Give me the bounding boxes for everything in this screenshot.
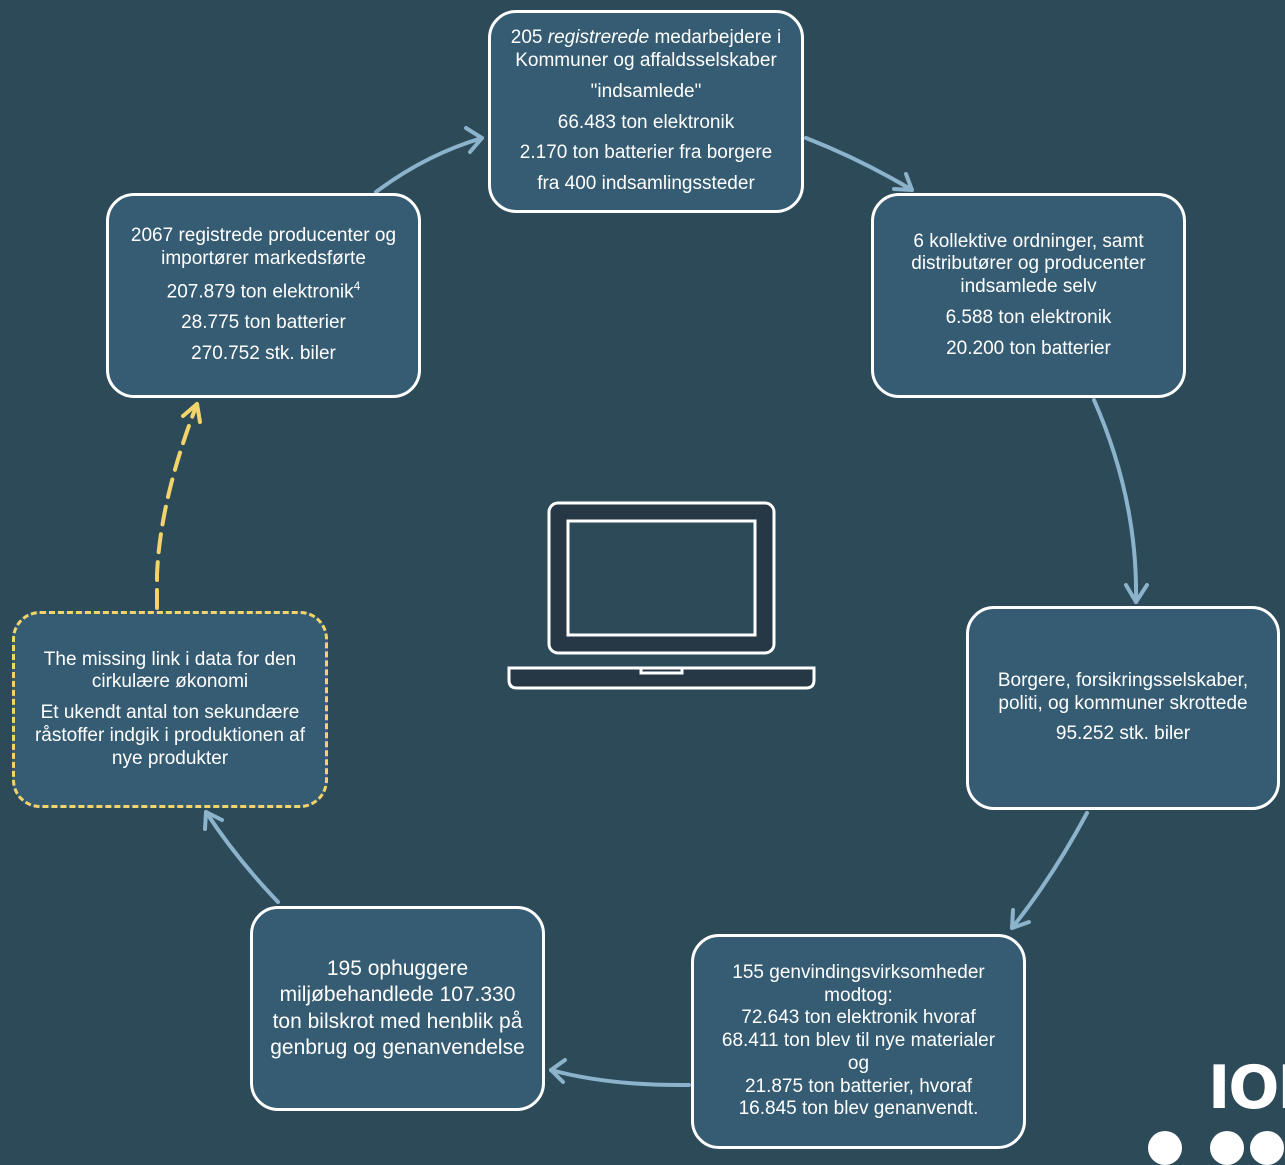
arrow-left-to-top-left-dashed-head bbox=[181, 402, 202, 424]
arrow-top-left-to-top bbox=[374, 136, 484, 194]
node-bottom-right-line: 72.643 ton elektronik hvoraf bbox=[741, 1007, 976, 1029]
node-top-emphasis: registrerede bbox=[547, 27, 650, 49]
arrow-right-top-to-right-head bbox=[1124, 583, 1149, 604]
node-top-line: 66.483 ton elektronik bbox=[557, 111, 735, 133]
arrow-bottom-right-to-bottom-left bbox=[549, 1068, 691, 1088]
arrow-right-to-bottom-right-head bbox=[1010, 908, 1031, 930]
node-right-top-line: 6.588 ton elektronik bbox=[945, 306, 1112, 328]
node-right-heading: Borgere, forsikringsselskaber, politi, o… bbox=[997, 669, 1249, 714]
arrow-top-left-to-top-head bbox=[464, 126, 484, 154]
logo-dot bbox=[1250, 1131, 1284, 1165]
node-left-body: Et ukendt antal ton sekundære råstoffer … bbox=[34, 702, 306, 769]
arrow-top-to-right-top bbox=[804, 136, 914, 192]
node-top-left-line: 270.752 stk. biler bbox=[191, 342, 336, 364]
node-top-left-electronics: 207.879 ton elektronik4 bbox=[166, 278, 361, 303]
arrow-left-to-top-left-dashed bbox=[155, 402, 199, 610]
node-right-top-line: 20.200 ton batterier bbox=[946, 337, 1111, 359]
node-bottom-right-line: 16.845 ton blev genanvendt. bbox=[738, 1098, 979, 1120]
node-citizens-scrapping: Borgere, forsikringsselskaber, politi, o… bbox=[966, 606, 1280, 810]
node-right-top-heading: 6 kollektive ordninger, samt distributør… bbox=[911, 230, 1146, 298]
arrow-bottom-left-to-left-head bbox=[203, 810, 224, 831]
node-car-dismantlers: 195 ophuggere miljøbehandlede 107.330 to… bbox=[250, 906, 545, 1111]
arrow-top-to-right-top-head bbox=[892, 172, 914, 192]
laptop-icon bbox=[507, 501, 816, 690]
arrow-bottom-left-to-left bbox=[204, 810, 280, 904]
node-bottom-left-text: 195 ophuggere miljøbehandlede 107.330 to… bbox=[270, 957, 525, 1059]
logo-dot bbox=[1210, 1131, 1244, 1165]
node-right-line: 95.252 stk. biler bbox=[1055, 723, 1191, 745]
node-top-line: 2.170 ton batterier fra borgere bbox=[519, 142, 773, 164]
logo: IOI bbox=[1208, 1053, 1285, 1123]
node-top-line: "indsamlede" bbox=[590, 80, 702, 102]
node-top-left-line: 28.775 ton batterier bbox=[181, 312, 346, 334]
node-collective-schemes: 6 kollektive ordninger, samt distributør… bbox=[871, 193, 1186, 398]
node-bottom-right-line: 21.875 ton batterier, hvoraf bbox=[744, 1075, 973, 1097]
node-bottom-right-line: 68.411 ton blev til nye materialer bbox=[721, 1030, 996, 1052]
node-bottom-right-line: og bbox=[847, 1052, 870, 1074]
arrow-bottom-right-to-bottom-left-head bbox=[549, 1058, 567, 1084]
logo-dot bbox=[1148, 1131, 1182, 1165]
node-bottom-right-line: 155 genvindingsvirksomheder modtog: bbox=[732, 961, 985, 1006]
node-left-heading: The missing link i data for den cirkulær… bbox=[43, 648, 297, 693]
node-top-heading: 205 registrerede medarbejdere i Kommuner… bbox=[510, 27, 782, 71]
node-producers: 2067 registrede producenter og importøre… bbox=[106, 193, 421, 398]
node-top-left-heading: 2067 registrede producenter og importøre… bbox=[130, 225, 397, 270]
node-top-line: fra 400 indsamlingssteder bbox=[537, 173, 755, 195]
node-municipalities: 205 registrerede medarbejdere i Kommuner… bbox=[488, 10, 804, 213]
arrow-right-to-bottom-right bbox=[1010, 811, 1089, 930]
footnote-marker: 4 bbox=[353, 278, 361, 293]
node-recycling-companies: 155 genvindingsvirksomheder modtog: 72.6… bbox=[691, 934, 1026, 1149]
node-missing-link: The missing link i data for den cirkulær… bbox=[12, 611, 328, 808]
arrow-right-top-to-right bbox=[1092, 398, 1139, 604]
